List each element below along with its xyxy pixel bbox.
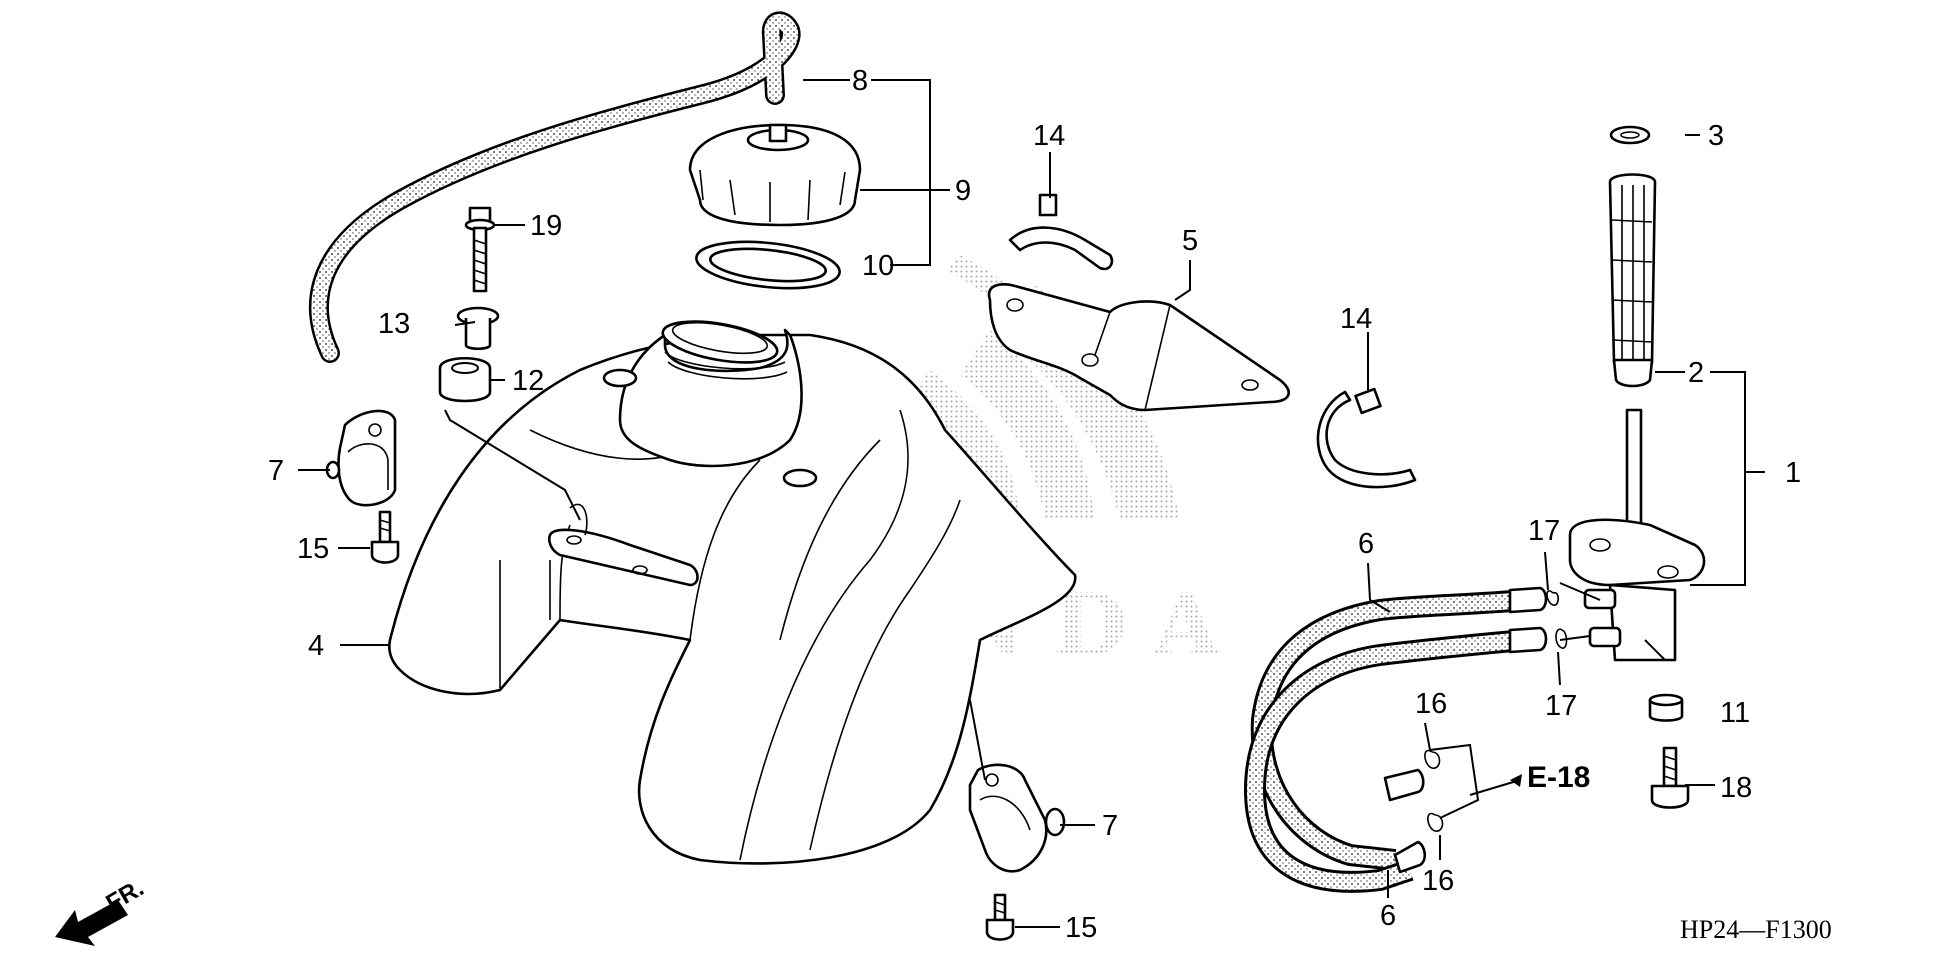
section-reference: E-18: [1527, 761, 1590, 794]
callout-10: 10: [862, 250, 894, 282]
callout-6-upper: 6: [1358, 528, 1374, 560]
tank-stay: [987, 283, 1290, 412]
reference-arrow-icon: [1510, 774, 1522, 787]
fuel-valve: [1568, 408, 1706, 662]
leader-lines: [298, 79, 1765, 928]
callout-12: 12: [512, 365, 544, 397]
callout-8: 8: [852, 65, 868, 97]
fuel-cap: [688, 123, 862, 227]
callout-9: 9: [955, 175, 971, 207]
callout-17-lower: 17: [1545, 690, 1577, 722]
callout-15-upper: 15: [297, 533, 329, 565]
callout-17-upper: 17: [1528, 515, 1560, 547]
fuel-strainer-screen: [1608, 173, 1657, 388]
tank-mount-rubber-upper: [325, 409, 397, 507]
breather-tube: [309, 11, 801, 363]
callout-16-lower: 16: [1422, 865, 1454, 897]
flange-bolt-valve: [1650, 746, 1690, 809]
callout-19: 19: [530, 210, 562, 242]
clip-16-lower: [1427, 812, 1444, 832]
callout-11: 11: [1720, 697, 1750, 729]
fuel-cap-gasket: [695, 240, 841, 290]
callout-4: 4: [308, 630, 324, 662]
callout-2: 2: [1688, 357, 1704, 389]
callout-16-upper: 16: [1415, 688, 1447, 720]
clip-16-upper: [1424, 749, 1441, 769]
callout-15-lower: 15: [1065, 912, 1097, 944]
fuel-tank: [388, 320, 1077, 865]
fuel-hoses: [1243, 586, 1548, 893]
front-direction-indicator: FR.: [55, 874, 148, 946]
callout-7-lower: 7: [1102, 810, 1118, 842]
callout-14-upper: 14: [1033, 120, 1065, 152]
callout-3: 3: [1708, 120, 1724, 152]
clip-17-upper: [1546, 590, 1560, 606]
o-ring: [1609, 125, 1651, 145]
arrow-left-down-icon: [55, 900, 128, 946]
callout-6-lower: 6: [1380, 900, 1396, 932]
hose-band-lower: [1316, 387, 1417, 489]
flange-bolt: [464, 206, 496, 293]
valve-washer: [1648, 693, 1684, 722]
callout-5: 5: [1182, 225, 1198, 257]
flange-bolt-upper: [370, 510, 400, 564]
callout-18: 18: [1720, 772, 1752, 804]
clip-17-lower: [1555, 628, 1568, 649]
callout-14-lower: 14: [1340, 303, 1372, 335]
callout-7-upper: 7: [268, 455, 284, 487]
flange-bolt-lower: [985, 893, 1015, 941]
drawing-code: HP24—F1300: [1680, 915, 1832, 944]
callout-1: 1: [1785, 457, 1801, 489]
tank-mount-rubber-lower: [968, 763, 1066, 873]
callout-13: 13: [378, 308, 410, 340]
rubber-grommet: [438, 357, 492, 403]
collar: [456, 306, 500, 351]
hose-band-upper: [1008, 193, 1114, 271]
